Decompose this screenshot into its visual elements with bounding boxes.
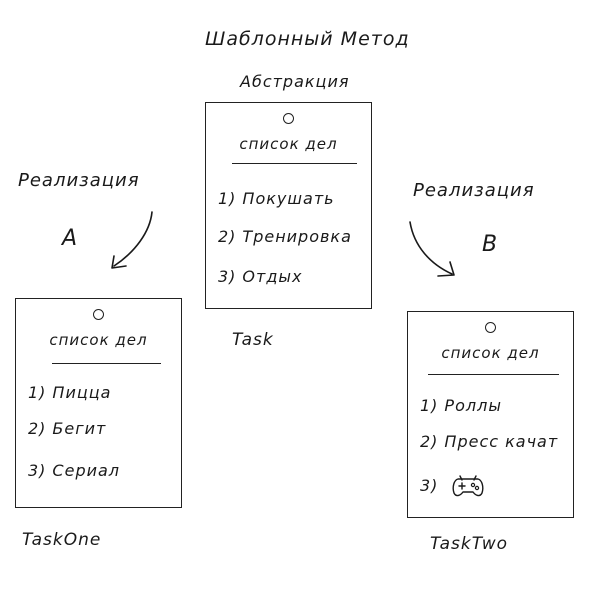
item-number: 3): [420, 475, 439, 495]
item-text: Пицца: [52, 383, 112, 402]
header-underline: [232, 163, 357, 164]
gamepad-icon: [452, 475, 483, 497]
pin-icon: [282, 113, 294, 124]
item-text: Бегит: [52, 419, 107, 438]
item-text: Тренировка: [242, 227, 352, 246]
pin-icon: [484, 322, 496, 333]
list-item: 2) Пресс качат: [420, 432, 558, 451]
list-item: 1) Покушать: [218, 189, 335, 208]
diagram-title: Шаблонный Метод: [205, 28, 410, 50]
item-number: 3): [28, 461, 47, 480]
list-item: 2) Тренировка: [218, 227, 352, 246]
note-task-two: список дел 1) Роллы 2) Пресс качат 3): [407, 311, 574, 518]
implementation-b-label: Реализация: [413, 180, 535, 201]
list-item: 1) Пицца: [28, 383, 111, 402]
item-number: 1): [28, 383, 47, 402]
item-number: 1): [420, 396, 439, 415]
implementation-b-letter: В: [482, 232, 499, 257]
arrow-b-head: [437, 261, 455, 277]
abstraction-label: Абстракция: [240, 72, 350, 91]
list-item: 3) Сериал: [28, 461, 120, 480]
list-item: 3) Отдых: [218, 267, 303, 286]
item-text: Роллы: [444, 396, 502, 415]
item-number: 2): [28, 419, 47, 438]
caption-task-one: TaskOne: [22, 530, 102, 550]
arrow-a: [113, 211, 153, 267]
note-header: список дел: [441, 344, 540, 362]
item-number: 3): [218, 267, 237, 286]
note-task-one: список дел 1) Пицца 2) Бегит 3) Сериал: [15, 298, 182, 508]
arrow-b: [409, 221, 453, 275]
header-underline: [428, 374, 559, 375]
caption-task: Task: [232, 330, 274, 350]
item-number: 2): [218, 227, 237, 246]
note-header: список дел: [49, 331, 148, 349]
item-number: 1): [218, 189, 237, 208]
note-task: список дел 1) Покушать 2) Тренировка 3) Отд…: [205, 102, 372, 309]
note-header: список дел: [239, 135, 338, 153]
list-item: 2) Бегит: [28, 419, 106, 438]
arrow-a-head: [111, 255, 127, 269]
item-text: Пресс качат: [444, 432, 559, 451]
item-number: 2): [420, 432, 439, 451]
list-item: 3): [420, 474, 485, 498]
item-text: Покушать: [242, 189, 335, 208]
item-text: Отдых: [242, 267, 303, 286]
implementation-a-letter: А: [62, 226, 79, 251]
header-underline: [52, 363, 161, 364]
caption-task-two: TaskTwo: [430, 534, 509, 554]
implementation-a-label: Реализация: [18, 170, 140, 191]
list-item: 1) Роллы: [420, 396, 502, 415]
item-text: Сериал: [52, 461, 121, 480]
pin-icon: [92, 309, 104, 320]
